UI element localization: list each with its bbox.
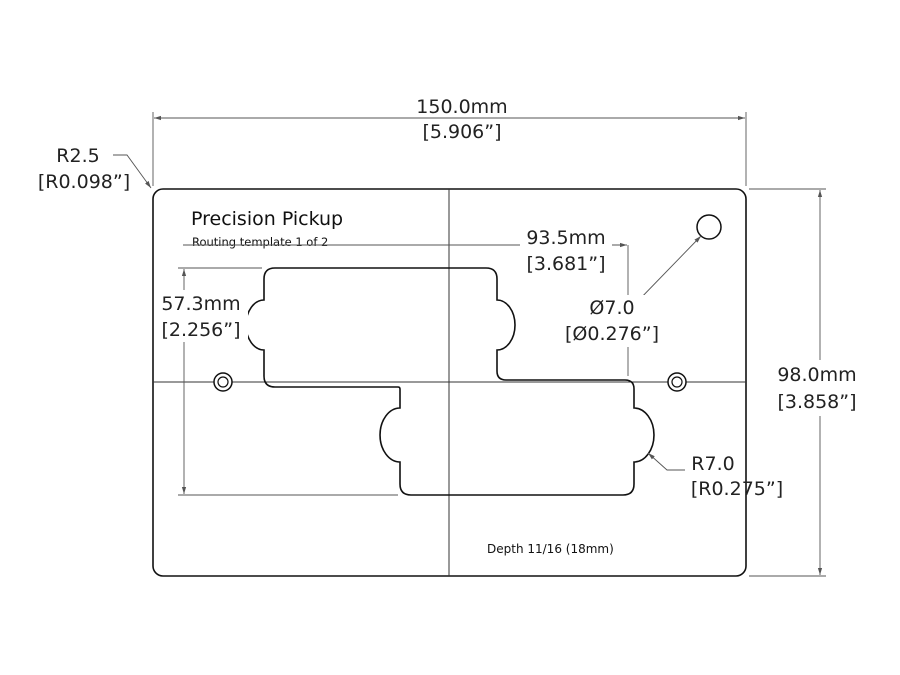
lobe-radius-in-label: [R0.275”] <box>691 478 783 500</box>
height-in-label: [3.858”] <box>777 391 856 413</box>
offset-in-label: [3.681”] <box>526 253 605 275</box>
corner-radius-in-label: [R0.098”] <box>38 171 130 193</box>
corner-radius-leader <box>113 154 152 189</box>
hole-diameter-label-bg <box>560 295 668 347</box>
template-subtitle: Routing template 1 of 2 <box>192 235 328 249</box>
template-title: Precision Pickup <box>191 208 343 230</box>
cavity-height-in-label: [2.256”] <box>161 319 240 341</box>
lobe-radius-leader <box>647 452 685 471</box>
width-mm-label: 150.0mm <box>416 96 507 118</box>
pickup-cavity-outline <box>245 267 655 496</box>
corner-radius-mm-label: R2.5 <box>56 145 99 167</box>
height-mm-label: 98.0mm <box>777 364 856 386</box>
right-mounting-hole-inner <box>671 376 683 388</box>
left-mounting-hole-inner <box>217 376 229 388</box>
hole-diameter-in-label: [Ø0.276”] <box>565 323 659 345</box>
offset-label-bg <box>520 226 612 276</box>
pin-hole <box>696 214 722 240</box>
hole-diameter-leader <box>635 235 702 304</box>
lobe-radius-mm-label: R7.0 <box>691 453 734 475</box>
depth-note: Depth 11/16 (18mm) <box>487 542 614 556</box>
offset-mm-label: 93.5mm <box>526 227 605 249</box>
hole-diameter-mm-label: Ø7.0 <box>589 297 634 319</box>
height-label-bg <box>774 360 866 416</box>
cavity-height-label-bg <box>156 290 248 342</box>
width-in-label: [5.906”] <box>422 121 501 143</box>
cavity-height-mm-label: 57.3mm <box>161 293 240 315</box>
